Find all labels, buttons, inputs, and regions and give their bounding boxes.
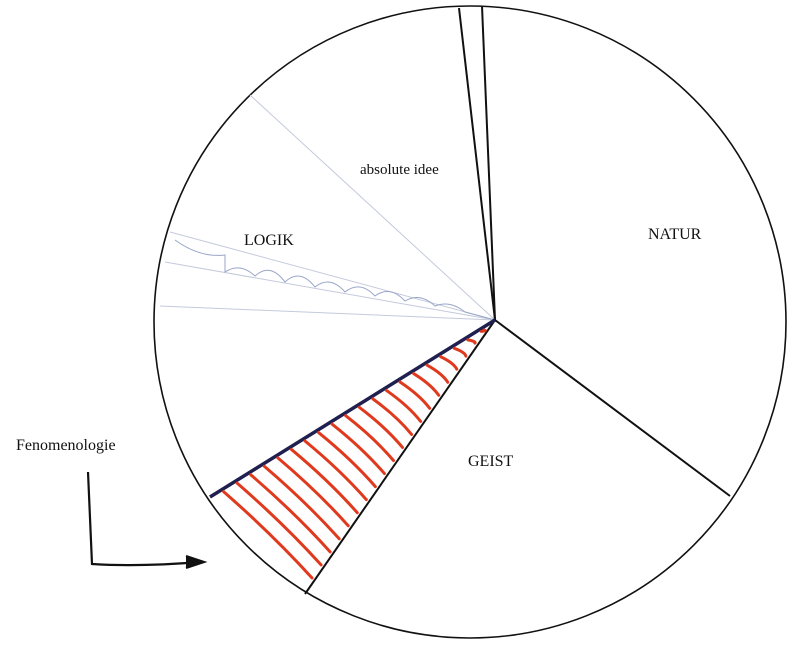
hatch-stroke: [262, 464, 341, 541]
hatch-stroke: [303, 439, 368, 502]
label-fenomenologie: Fenomenologie: [16, 437, 116, 454]
label-logik: LOGIK: [244, 232, 294, 249]
boundary-absolute-idee-left: [458, 7, 496, 321]
label-absolute-idee: absolute idee: [360, 162, 439, 178]
hatch-stroke: [276, 456, 350, 528]
hatch-stroke: [357, 405, 405, 449]
pie-outline: [153, 5, 787, 639]
boundary-geist-fenomenologie: [304, 319, 496, 595]
hatch-stroke: [249, 473, 332, 554]
boundary-natur-geist: [494, 319, 731, 497]
hatch-stroke: [452, 346, 468, 358]
hatch-stroke: [371, 397, 414, 436]
slice-boundaries: [209, 5, 731, 595]
hatch-stroke: [479, 328, 487, 333]
boundary-fenomenologie-logik: [209, 318, 496, 499]
fenomenologie-arrow: [86, 471, 208, 570]
hatch-stroke: [466, 338, 477, 345]
hatch-stroke: [344, 414, 395, 463]
hatch-stroke: [222, 490, 314, 580]
hatch-stroke: [384, 388, 423, 423]
hatch-stroke: [235, 481, 323, 567]
hatch-stroke: [439, 355, 459, 371]
label-natur: NATUR: [648, 226, 702, 243]
hatch-stroke: [317, 431, 377, 489]
hatch-stroke: [412, 372, 441, 397]
boundary-absolute-idee-right: [481, 5, 496, 321]
hatch-stroke: [330, 422, 386, 476]
hatch-stroke: [425, 363, 450, 384]
logik-faint-lines: [159, 94, 496, 321]
hatch-stroke: [289, 447, 359, 515]
label-geist: GEIST: [468, 453, 514, 470]
fenomenologie-hatching: [222, 328, 487, 580]
hatch-stroke: [398, 380, 432, 410]
